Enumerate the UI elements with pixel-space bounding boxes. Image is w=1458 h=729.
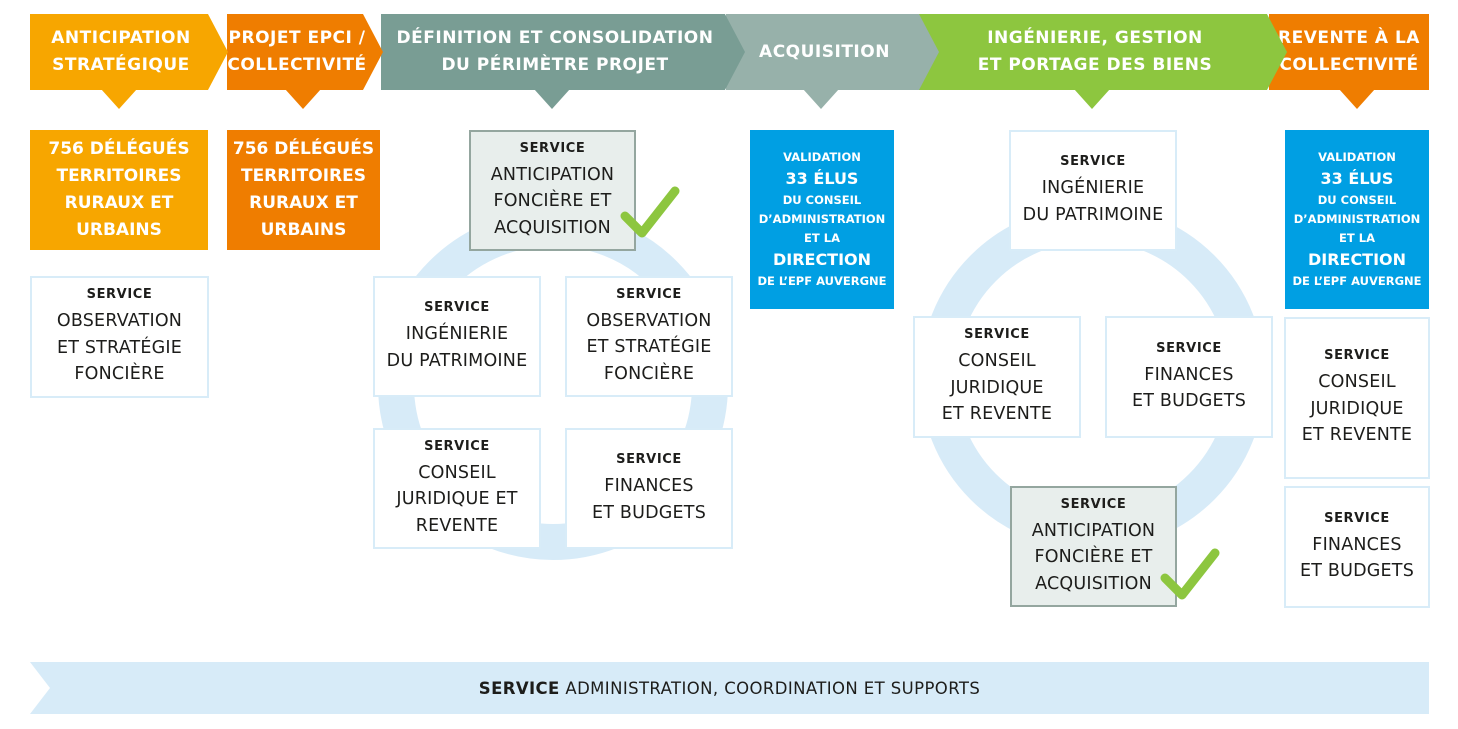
banner-service-keyword: SERVICE: [478, 678, 560, 698]
banner-notch: [30, 662, 50, 714]
service-keyword: SERVICE: [1156, 340, 1222, 356]
service-name: CONSEIL JURIDIQUE ET REVENTE: [941, 351, 1053, 425]
service-keyword: SERVICE: [616, 286, 682, 302]
pointer-arrow: [534, 89, 570, 109]
stage-anticipation-strategique: ANTICIPATION STRATÉGIQUE: [30, 14, 228, 90]
service-keyword: SERVICE: [1060, 496, 1127, 512]
service-name: INGÉNIERIE DU PATRIMOINE: [1022, 178, 1164, 225]
service-name: FINANCES ET BUDGETS: [1299, 534, 1414, 582]
service-finances-box: SERVICE FINANCES ET BUDGETS: [1105, 316, 1273, 438]
stage-ingenierie-gestion: INGÉNIERIE, GESTION ET PORTAGE DES BIENS: [919, 14, 1287, 90]
delegates-label: 756 DÉLÉGUÉS TERRITOIRES RURAUX ET URBAI…: [48, 139, 190, 240]
service-name: OBSERVATION ET STRATÉGIE FONCIÈRE: [586, 310, 712, 384]
service-finances-box: SERVICE FINANCES ET BUDGETS: [1284, 486, 1430, 608]
stage-label: DÉFINITION ET CONSOLIDATION DU PÉRIMÈTRE…: [396, 28, 714, 75]
validation-epf: DE L’EPF AUVERGNE: [1292, 274, 1422, 288]
service-name: FINANCES ET BUDGETS: [1131, 364, 1246, 412]
pointer-arrow: [1339, 89, 1375, 109]
service-keyword: SERVICE: [1324, 510, 1390, 526]
validation-count: 33 ÉLUS: [1320, 169, 1394, 188]
validation-council: DU CONSEIL D’ADMINISTRATION ET LA: [758, 193, 886, 245]
stage-label: REVENTE À LA COLLECTIVITÉ: [1278, 28, 1420, 75]
service-name: OBSERVATION ET STRATÉGIE FONCIÈRE: [56, 311, 183, 385]
stage-definition-perimetre: DÉFINITION ET CONSOLIDATION DU PÉRIMÈTRE…: [381, 14, 745, 90]
service-ingenierie-box: SERVICE INGÉNIERIE DU PATRIMOINE: [373, 276, 541, 397]
validation-direction: DIRECTION: [772, 250, 872, 269]
validation-heading: VALIDATION: [783, 150, 861, 164]
service-keyword: SERVICE: [964, 327, 1030, 343]
validation-count: 33 ÉLUS: [785, 169, 859, 188]
service-conseil-box: SERVICE CONSEIL JURIDIQUE ET REVENTE: [913, 316, 1081, 438]
delegates-box: 756 DÉLÉGUÉS TERRITOIRES RURAUX ET URBAI…: [227, 130, 380, 250]
service-keyword: SERVICE: [86, 287, 153, 303]
service-observation-box: SERVICE OBSERVATION ET STRATÉGIE FONCIÈR…: [565, 276, 733, 397]
service-name: CONSEIL JURIDIQUE ET REVENTE: [396, 462, 518, 536]
service-name: INGÉNIERIE DU PATRIMOINE: [386, 324, 528, 371]
stage-label: PROJET EPCI / COLLECTIVITÉ: [227, 28, 367, 75]
checkmark-icon: [1160, 548, 1220, 600]
stage-label: ACQUISITION: [759, 41, 890, 62]
service-finances-box: SERVICE FINANCES ET BUDGETS: [565, 428, 733, 549]
delegates-box: 756 DÉLÉGUÉS TERRITOIRES RURAUX ET URBAI…: [30, 130, 208, 250]
validation-direction: DIRECTION: [1307, 250, 1407, 269]
service-name: CONSEIL JURIDIQUE ET REVENTE: [1301, 372, 1413, 446]
stage-projet-epci: PROJET EPCI / COLLECTIVITÉ: [227, 14, 383, 90]
service-name: ANTICIPATION FONCIÈRE ET ACQUISITION: [1031, 520, 1156, 594]
pointer-arrow: [803, 89, 839, 109]
pointer-arrow: [101, 89, 137, 109]
banner-text: ADMINISTRATION, COORDINATION ET SUPPORTS: [559, 678, 981, 698]
service-anticipation-box: SERVICE ANTICIPATION FONCIÈRE ET ACQUISI…: [1010, 486, 1177, 607]
validation-box: VALIDATION 33 ÉLUS DU CONSEIL D’ADMINIST…: [750, 130, 894, 309]
service-anticipation-box: SERVICE ANTICIPATION FONCIÈRE ET ACQUISI…: [469, 130, 636, 251]
service-keyword: SERVICE: [1324, 348, 1390, 364]
service-keyword: SERVICE: [424, 438, 490, 454]
pointer-arrow: [285, 89, 321, 109]
stage-label: INGÉNIERIE, GESTION ET PORTAGE DES BIENS: [977, 28, 1213, 75]
service-conseil-box: SERVICE CONSEIL JURIDIQUE ET REVENTE: [1284, 317, 1430, 479]
service-conseil-box: SERVICE CONSEIL JURIDIQUE ET REVENTE: [373, 428, 541, 549]
validation-epf: DE L’EPF AUVERGNE: [757, 274, 887, 288]
service-observation-box: SERVICE OBSERVATION ET STRATÉGIE FONCIÈR…: [30, 276, 209, 398]
validation-heading: VALIDATION: [1318, 150, 1396, 164]
stage-acquisition: ACQUISITION: [726, 14, 939, 90]
service-keyword: SERVICE: [424, 300, 490, 315]
service-keyword: SERVICE: [519, 140, 586, 156]
stage-revente-collectivite: REVENTE À LA COLLECTIVITÉ: [1269, 14, 1429, 90]
service-keyword: SERVICE: [1060, 154, 1126, 169]
service-keyword: SERVICE: [616, 452, 682, 467]
validation-council: DU CONSEIL D’ADMINISTRATION ET LA: [1293, 193, 1421, 245]
pointer-arrow: [1074, 89, 1110, 109]
delegates-label: 756 DÉLÉGUÉS TERRITOIRES RURAUX ET URBAI…: [232, 139, 375, 240]
checkmark-icon: [620, 186, 680, 238]
service-name: FINANCES ET BUDGETS: [591, 476, 706, 523]
admin-banner: SERVICE ADMINISTRATION, COORDINATION ET …: [30, 662, 1429, 714]
validation-box: VALIDATION 33 ÉLUS DU CONSEIL D’ADMINIST…: [1285, 130, 1429, 309]
service-ingenierie-box: SERVICE INGÉNIERIE DU PATRIMOINE: [1009, 130, 1177, 251]
service-name: ANTICIPATION FONCIÈRE ET ACQUISITION: [490, 164, 615, 238]
stage-label: ANTICIPATION STRATÉGIQUE: [51, 28, 191, 75]
